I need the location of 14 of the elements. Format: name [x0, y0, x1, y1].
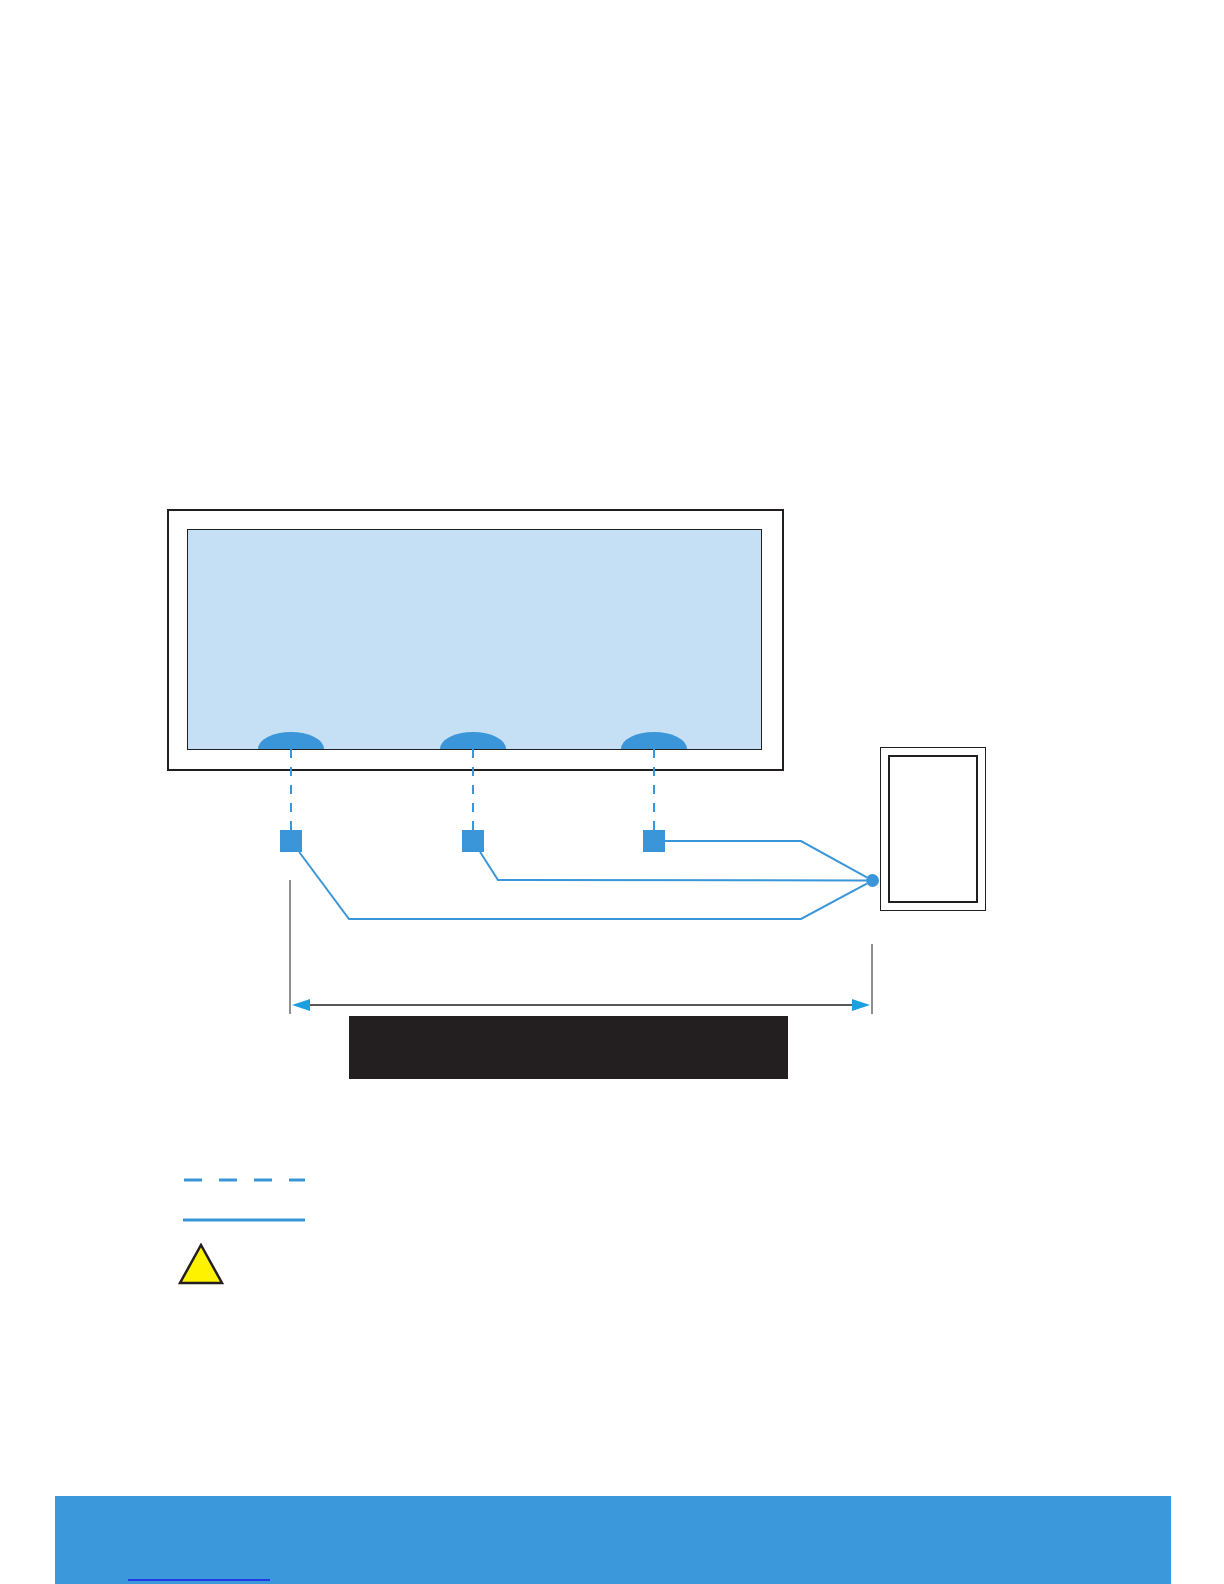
pipe-line	[664, 840, 868, 879]
pump-square	[643, 830, 665, 852]
pump-square	[462, 830, 484, 852]
junction-dot	[866, 874, 879, 887]
water-area	[187, 529, 762, 750]
tub-outline	[167, 509, 784, 771]
control-panel	[880, 747, 986, 911]
dashed-connector	[653, 748, 655, 831]
pump-square	[280, 830, 302, 852]
pipe-line	[298, 851, 868, 920]
dashed-connector	[290, 748, 292, 831]
pipe-line	[479, 851, 867, 882]
dashed-connector	[472, 748, 474, 831]
panel-inner	[887, 754, 978, 903]
